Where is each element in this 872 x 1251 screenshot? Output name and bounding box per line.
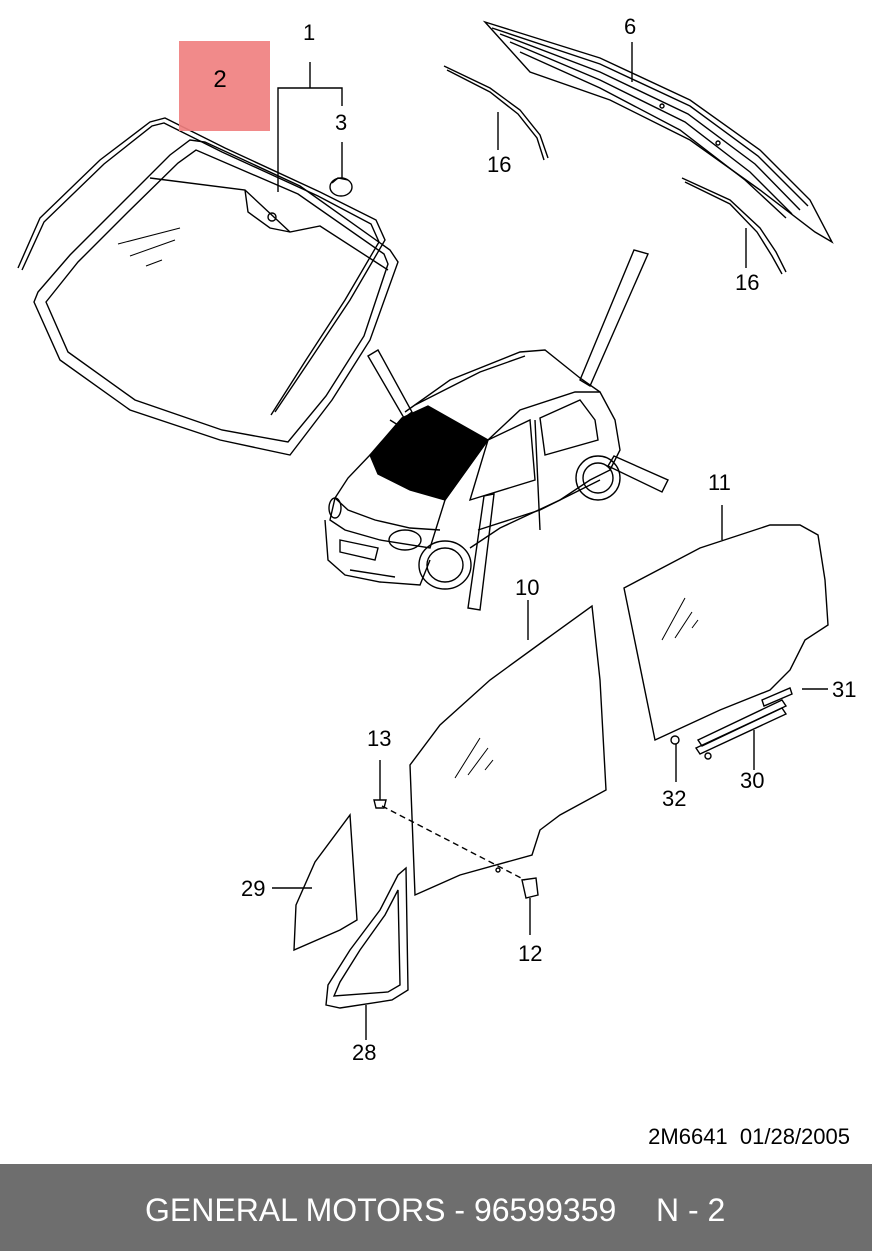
- front-door-glass: [409, 600, 607, 897]
- door-glass-fasteners: [373, 760, 539, 935]
- rear-molding-upper: [443, 65, 549, 161]
- windshield-molding: [17, 117, 386, 416]
- highlight-box: [179, 41, 270, 131]
- callout-6: 6: [624, 14, 636, 39]
- callout-11: 11: [708, 470, 731, 495]
- callout-30: 30: [740, 768, 764, 793]
- callout-1: 1: [303, 20, 315, 45]
- drawing-code: 2M6641 01/28/2005: [648, 1124, 850, 1149]
- callout-16-lower: 16: [735, 270, 759, 295]
- rear-window: [482, 20, 834, 244]
- footer-part-number: GENERAL MOTORS - 96599359: [145, 1192, 617, 1228]
- callout-16-upper: 16: [487, 152, 511, 177]
- callout-2: 2: [213, 66, 227, 93]
- callout-31: 31: [832, 677, 856, 702]
- rear-molding-lower: [681, 177, 787, 275]
- callout-32: 32: [662, 786, 686, 811]
- callout-12: 12: [518, 941, 542, 966]
- rear-glass-channel: [670, 687, 828, 782]
- vehicle-body: [324, 249, 669, 611]
- callout-13: 13: [367, 726, 391, 751]
- parts-diagram: 1 3 6 16 16 11 10 13 31 30 32 29 12 28: [17, 14, 856, 1065]
- windshield-glass: [33, 139, 399, 456]
- part-3-plug: [329, 142, 353, 197]
- callout-3: 3: [335, 110, 347, 135]
- rear-door-glass: [623, 505, 829, 742]
- footer-bar: GENERAL MOTORS - 96599359 N - 2: [0, 1164, 872, 1251]
- front-quarter-glass: [272, 813, 358, 952]
- callout-28: 28: [352, 1040, 376, 1065]
- leader-1: [277, 62, 343, 192]
- front-quarter-seal: [325, 866, 409, 1040]
- footer-page-ref: N - 2: [656, 1192, 726, 1228]
- callout-29: 29: [241, 876, 265, 901]
- callout-10: 10: [515, 575, 539, 600]
